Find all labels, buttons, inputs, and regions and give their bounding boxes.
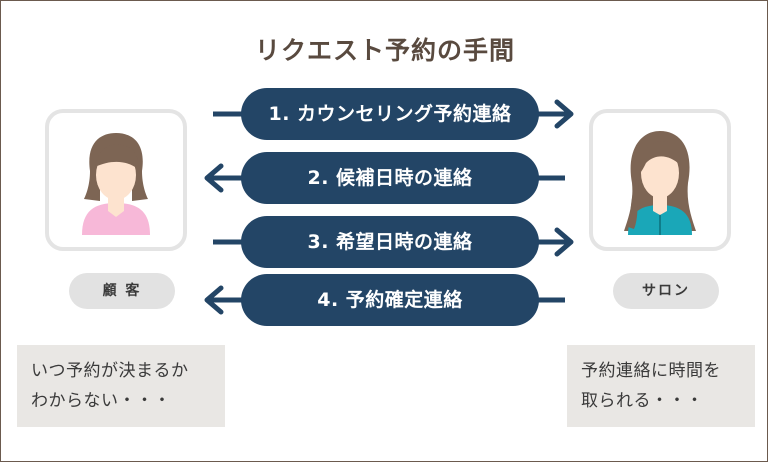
salon-label: サロン [613, 273, 719, 309]
woman-short-hair-icon [82, 133, 150, 235]
customer-note-line-2: わからない・・・ [31, 391, 171, 411]
customer-label: 顧 客 [69, 273, 175, 309]
step-3-pill: 3. 希望日時の連絡 [241, 216, 539, 268]
customer-note-line-1: いつ予約が決まるか [31, 361, 189, 381]
customer-note: いつ予約が決まるか わからない・・・ [17, 345, 225, 427]
step-2-pill: 2. 候補日時の連絡 [241, 152, 539, 204]
step-4-pill: 4. 予約確定連絡 [241, 274, 539, 326]
salon-note-line-2: 取られる・・・ [581, 391, 704, 411]
step-1-pill: 1. カウンセリング予約連絡 [241, 88, 539, 140]
woman-long-hair-icon [624, 131, 696, 235]
salon-avatar-card [589, 109, 731, 251]
salon-note: 予約連絡に時間を 取られる・・・ [567, 345, 755, 427]
salon-note-line-1: 予約連絡に時間を [581, 361, 721, 381]
diagram-title: リクエスト予約の手間 [254, 36, 515, 65]
customer-avatar-card [45, 109, 187, 251]
